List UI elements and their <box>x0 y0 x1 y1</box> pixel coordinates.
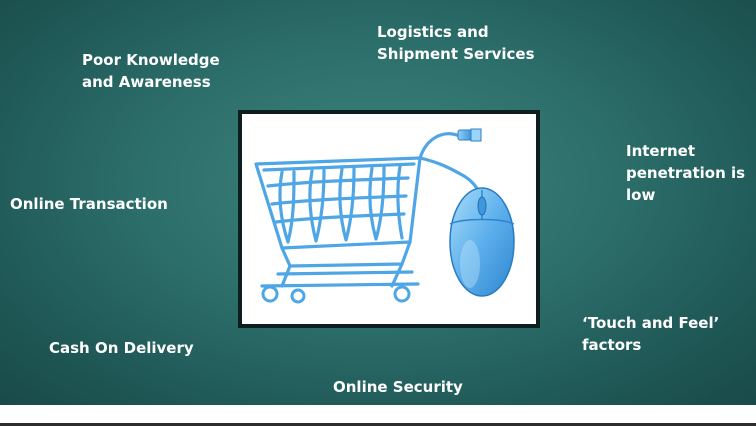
computer-mouse-icon <box>449 187 515 297</box>
label-online-transaction: Online Transaction <box>10 195 168 213</box>
shopping-cart-with-usb-mouse-icon <box>254 128 515 304</box>
center-image-frame <box>238 110 540 328</box>
label-line: Logistics and <box>377 23 489 41</box>
label-online-security: Online Security <box>333 378 463 396</box>
bottom-divider <box>0 423 756 426</box>
usb-plug-icon <box>457 128 482 142</box>
label-line: Shipment Services <box>377 45 535 63</box>
label-line: factors <box>582 336 642 354</box>
label-line: low <box>626 186 656 204</box>
label-poor-knowledge: Poor Knowledge and Awareness <box>82 49 220 93</box>
bottom-margin <box>0 405 756 426</box>
slide-background: Poor Knowledge and Awareness Logistics a… <box>0 0 756 405</box>
label-line: penetration is <box>626 164 746 182</box>
label-touch-and-feel: ‘Touch and Feel’ factors <box>582 312 719 356</box>
cart-wheels <box>261 285 411 304</box>
label-cash-on-delivery: Cash On Delivery <box>49 339 194 357</box>
label-line: ‘Touch and Feel’ <box>582 314 720 332</box>
label-line: and Awareness <box>82 73 211 91</box>
label-line: Poor Knowledge <box>82 51 220 69</box>
label-logistics: Logistics and Shipment Services <box>377 21 535 65</box>
label-internet-penetration: Internet penetration is low <box>626 140 745 206</box>
cart-wire <box>254 132 484 288</box>
label-line: Internet <box>626 142 696 160</box>
